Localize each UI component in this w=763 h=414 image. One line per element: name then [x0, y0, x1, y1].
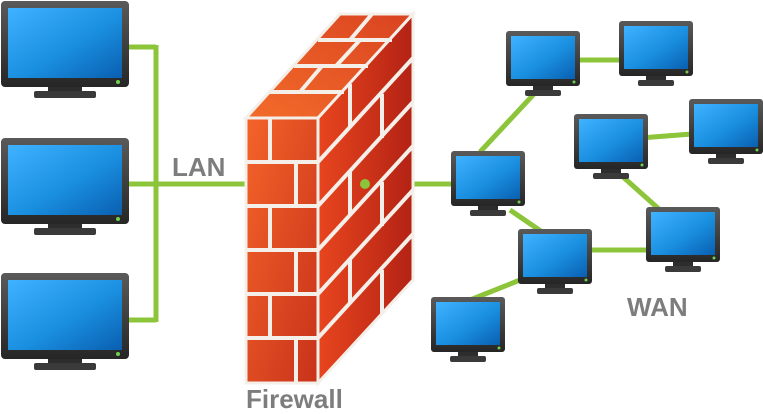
wan-monitor-gateway [451, 151, 525, 216]
wan-label: WAN [627, 292, 688, 322]
firewall-label: Firewall [246, 384, 343, 414]
lan-monitor-3 [1, 273, 129, 370]
wan-monitor-bottom [431, 297, 505, 362]
wan-monitor-mid-2 [689, 99, 763, 164]
wan-monitor-right [646, 207, 720, 272]
wan-monitor-top-1 [506, 31, 580, 96]
firewall-wall-icon [242, 10, 417, 387]
wan-monitor-mid-1 [574, 114, 648, 179]
lan-monitor-1 [1, 1, 129, 98]
wan-monitor-top-2 [619, 21, 693, 86]
wan-monitor-center [518, 229, 592, 294]
lan-label: LAN [172, 152, 226, 182]
lan-links [128, 44, 248, 323]
lan-monitor-2 [1, 138, 129, 235]
firewall-port-dot [360, 179, 370, 189]
